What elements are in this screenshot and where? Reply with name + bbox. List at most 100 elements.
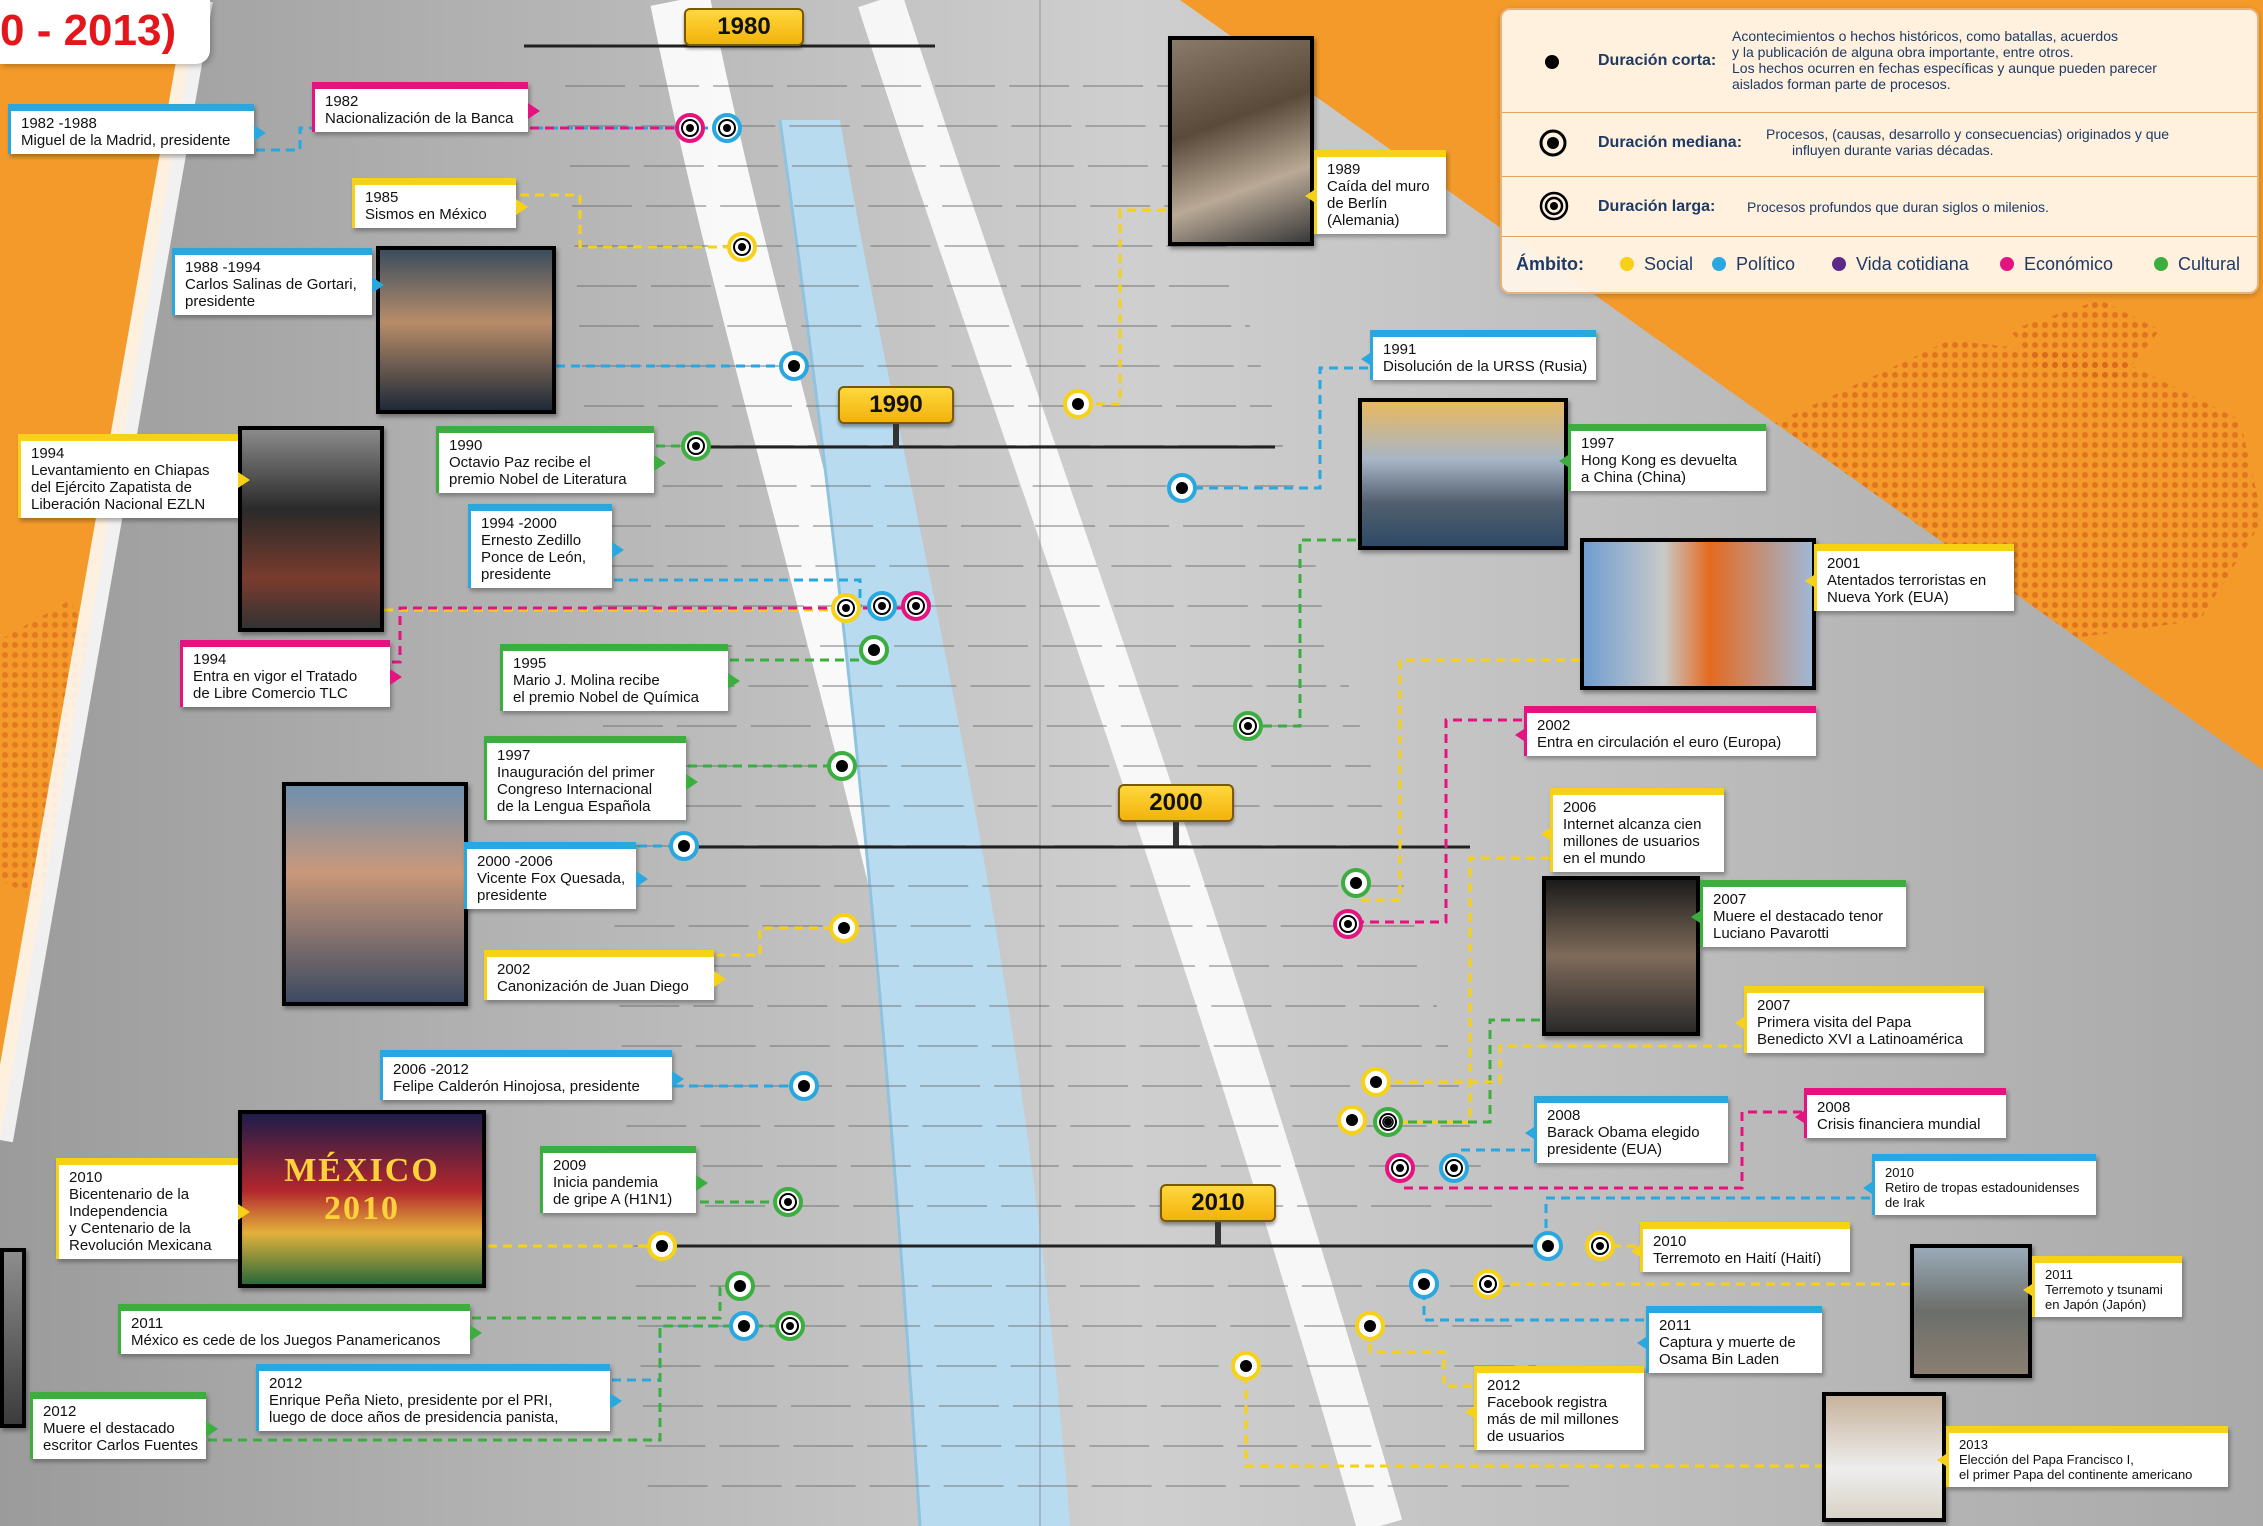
pointer-arrow-icon: [610, 1393, 622, 1409]
event-text: presidente (EUA): [1547, 1141, 1663, 1158]
event-text: Entra en circulación el euro (Europa): [1537, 734, 1782, 751]
title-fragment: 0 - 2013): [0, 0, 210, 64]
event-text: Atentados terroristas en: [1827, 572, 1987, 589]
event-text: Hong Kong es devuelta: [1581, 452, 1737, 469]
legend-long: Duración larga: Procesos profundos que d…: [1502, 176, 2257, 237]
pointer-arrow-icon: [636, 871, 648, 887]
event-text: Vicente Fox Quesada,: [477, 870, 626, 887]
desc-line: y la publicación de alguna obra importan…: [1732, 44, 2074, 60]
event-text: el primer Papa del continente americano: [1959, 1467, 2193, 1482]
title-text: 0 - 2013): [0, 6, 177, 55]
pointer-arrow-icon: [728, 673, 740, 689]
pointer-arrow-icon: [696, 1175, 708, 1191]
timeline-marker: [725, 1271, 755, 1301]
desc-line: aislados forman parte de procesos.: [1732, 76, 1951, 92]
event-text: del Ejército Zapatista de: [31, 479, 192, 496]
event-text: Miguel de la Madrid, presidente: [21, 132, 231, 149]
pointer-arrow-icon: [714, 970, 726, 987]
photo-pope-francis: [1822, 1392, 1946, 1522]
event-text: Osama Bin Laden: [1659, 1351, 1780, 1368]
event-text: el premio Nobel de Química: [513, 689, 699, 706]
legend-medium-label: Duración mediana:: [1598, 134, 1743, 151]
timeline-marker: [1361, 1067, 1391, 1097]
event-text: Retiro de tropas estadounidenses: [1885, 1180, 2080, 1195]
event-text: Independencia: [69, 1203, 168, 1220]
ambito-vida-cotidiana: Vida cotidiana: [1832, 254, 1969, 275]
event-year: 2011: [2045, 1267, 2073, 1282]
legend-short-desc: Acontecimientos o hechos históricos, com…: [1732, 28, 2157, 92]
photo-fuentes: [0, 1248, 26, 1428]
event-year: 1982 -1988: [21, 115, 97, 132]
photo-berlin-wall: [1168, 36, 1314, 246]
pointer-arrow-icon: [390, 669, 402, 685]
event-text: Caída del muro: [1327, 178, 1430, 195]
connector-line: [1368, 1326, 1472, 1388]
timeline-marker: [681, 431, 711, 461]
photo-fox: [282, 782, 468, 1006]
event-text: Felipe Calderón Hinojosa, presidente: [393, 1078, 640, 1095]
event-text: Sismos en México: [365, 206, 487, 223]
event-text: millones de usuarios: [1563, 833, 1700, 850]
ambito-text: Social: [1644, 254, 1694, 274]
pointer-arrow-icon: [254, 124, 266, 141]
event-text: premio Nobel de Literatura: [449, 471, 627, 488]
photo-ezln: [238, 426, 384, 632]
timeline-marker: [1341, 868, 1371, 898]
pointer-arrow-icon: [1637, 1335, 1649, 1351]
ambito-label: Ámbito:: [1516, 254, 1584, 274]
timeline-marker: [779, 351, 809, 381]
pointer-arrow-icon: [1937, 1452, 1949, 1468]
event-year: 2010: [1653, 1233, 1687, 1250]
connector-line: [392, 606, 915, 664]
pointer-arrow-icon: [206, 1421, 218, 1437]
event-text: Luciano Pavarotti: [1713, 925, 1829, 942]
event-text: Elección del Papa Francisco I,: [1959, 1452, 2134, 1467]
ambito-text: Vida cotidiana: [1856, 254, 1969, 274]
pointer-arrow-icon: [528, 102, 540, 119]
connector-line: [1544, 1196, 1870, 1246]
event-text: Inauguración del primer: [497, 764, 655, 781]
event-text: Captura y muerte de: [1659, 1334, 1796, 1351]
timeline-marker: [789, 1071, 819, 1101]
connector-line: [1356, 658, 1580, 902]
vida-dot-icon: [1832, 257, 1846, 271]
event-text: Entra en vigor el Tratado: [193, 668, 358, 685]
event-text: presidente: [477, 887, 548, 904]
event-text: Ernesto Zedillo: [481, 532, 582, 549]
pointer-arrow-icon: [372, 277, 384, 293]
event-year: 2000 -2006: [477, 853, 553, 870]
event-year: 1997: [497, 747, 531, 764]
ambito-text: Político: [1736, 254, 1796, 274]
event-year: 2010: [1885, 1165, 1914, 1180]
connector-line: [716, 926, 842, 957]
pointer-arrow-icon: [238, 471, 250, 488]
desc-line: Procesos profundos que duran siglos o mi…: [1747, 199, 2049, 215]
event-text: Barack Obama elegido: [1547, 1124, 1700, 1141]
photo-salinas: [376, 246, 556, 414]
connector-line: [1390, 1018, 1540, 1124]
event-year: 1994: [193, 651, 227, 668]
year-2000: 2000: [1118, 784, 1234, 846]
timeline-marker: [867, 591, 897, 621]
event-year: 2012: [43, 1403, 77, 1420]
event-text: de gripe A (H1N1): [553, 1191, 673, 1208]
connector-line: [1376, 1044, 1742, 1084]
timeline-marker: [1439, 1153, 1469, 1183]
social-dot-icon: [1620, 257, 1634, 271]
legend: Duración corta: Acontecimientos o hechos…: [1500, 8, 2259, 294]
event-text: Ponce de León,: [481, 549, 587, 566]
pointer-arrow-icon: [1691, 909, 1703, 925]
connector-line: [1078, 208, 1166, 406]
pointer-arrow-icon: [1541, 825, 1553, 842]
timeline-marker: [775, 1311, 805, 1341]
event-text: escritor Carlos Fuentes: [43, 1437, 199, 1454]
